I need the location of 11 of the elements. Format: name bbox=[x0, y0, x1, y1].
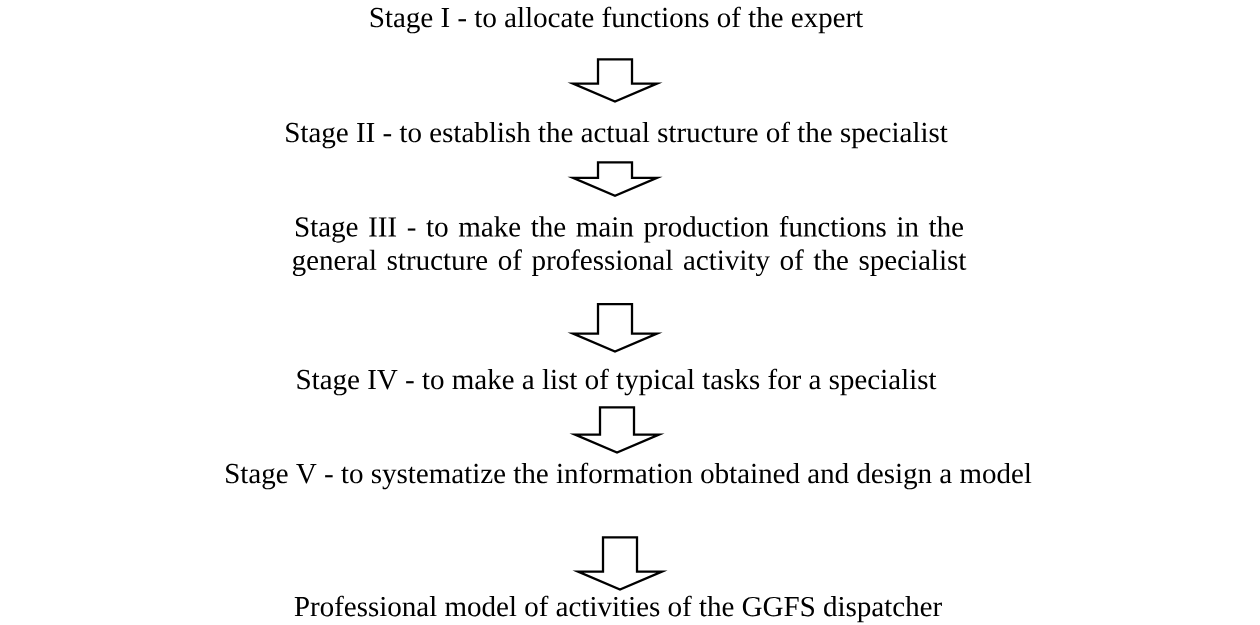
block-arrow bbox=[567, 303, 663, 353]
stage-label: Professional model of activities of the GGFS dispatcher bbox=[294, 595, 942, 623]
stage-label: Stage I - to allocate functions of the expert bbox=[370, 6, 864, 34]
block-arrow bbox=[569, 406, 665, 454]
stage-label: Stage II - to establish the actual structure of the specialist bbox=[286, 121, 948, 149]
stage-label: Stage IV - to make a list of typical tasks for a specialist bbox=[297, 368, 937, 396]
stage-label: Stage V - to systematize the information obtained and design a model bbox=[226, 462, 1032, 490]
block-arrow bbox=[572, 536, 668, 591]
block-arrow bbox=[567, 58, 663, 103]
block-arrow bbox=[567, 161, 663, 198]
stage-label: Stage III - to make the main production functions in the general structure of professional activity of the specialist bbox=[292, 215, 967, 276]
